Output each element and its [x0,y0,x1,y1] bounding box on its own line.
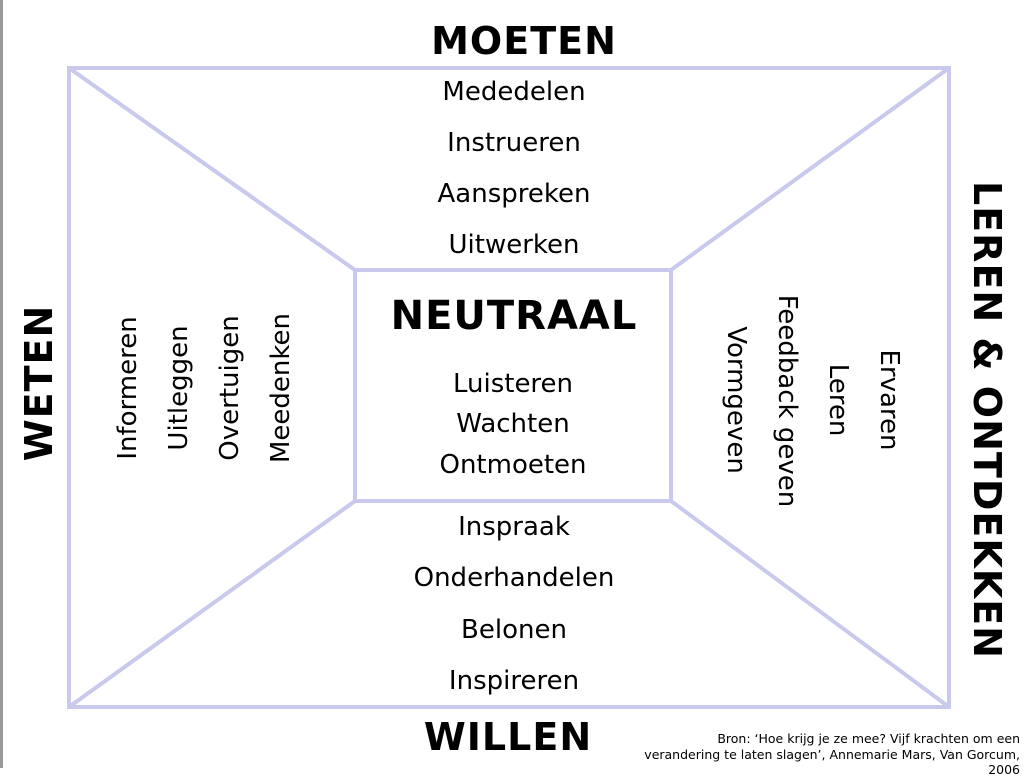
source-line-2: verandering te laten slagen’, Annemarie … [644,746,1020,762]
inner-rectangle [353,268,673,503]
item-vormgeven: Vormgeven [721,326,751,474]
item-inspraak: Inspraak [458,512,570,542]
left-window-edge [0,0,3,768]
header-moeten: MOETEN [431,19,617,63]
item-instrueren: Instrueren [447,128,581,158]
header-weten: WETEN [17,304,61,462]
item-feedback-geven: Feedback geven [772,294,802,508]
header-leren-ontdekken: LEREN & ONTDEKKEN [965,181,1009,659]
item-inspireren: Inspireren [448,666,580,696]
diagonal-bottom-left [67,499,357,709]
center-title: NEUTRAAL [390,293,638,339]
item-mededelen: Mededelen [442,77,586,107]
item-aanspreken: Aanspreken [437,179,591,209]
item-ontmoeten: Ontmoeten [439,450,587,480]
source-line-1: Bron: ‘Hoe krijg je ze mee? Vijf krachte… [717,731,1020,746]
source-line-3: 2006 [988,762,1020,778]
item-leren: Leren [823,363,853,437]
item-wachten: Wachten [456,409,570,439]
outer-rectangle [67,66,951,709]
item-uitwerken: Uitwerken [448,230,580,260]
item-onderhandelen: Onderhandelen [413,563,615,593]
header-willen: WILLEN [423,715,593,759]
item-informeren: Informeren [113,316,143,460]
item-ervaren: Ervaren [874,349,904,451]
item-meedenken: Meedenken [266,312,296,464]
item-belonen: Belonen [461,615,567,645]
source-citation: Bron: ‘Hoe krijg je ze mee? Vijf krachte… [600,731,1020,778]
diagonal-top-left [67,66,357,272]
diagonal-bottom-right [669,499,951,709]
item-overtuigen: Overtuigen [215,315,245,461]
item-uitleggen: Uitleggen [164,325,194,451]
diagonal-top-right [669,66,951,272]
item-luisteren: Luisteren [452,369,574,399]
